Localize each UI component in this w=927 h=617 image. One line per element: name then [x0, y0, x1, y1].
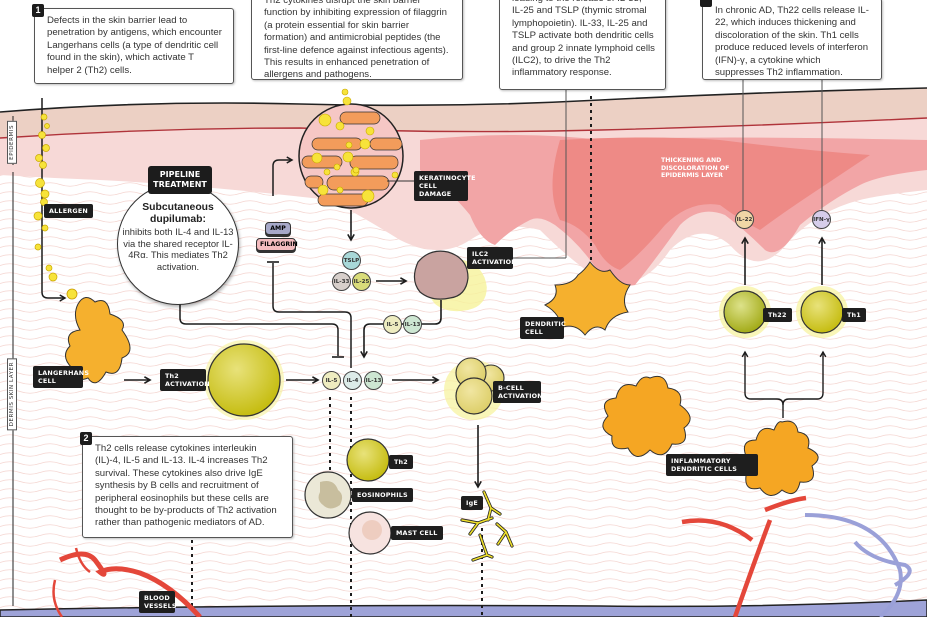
step-cytokine-release-box: leading to the release of IL-33, IL-25 a…	[499, 0, 666, 90]
step-cytokine-release-text: leading to the release of IL-33, IL-25 a…	[512, 0, 655, 79]
step-chronic-box: In chronic AD, Th22 cells release IL-22,…	[702, 0, 882, 80]
mast-cell-tag: MAST CELL	[391, 526, 443, 540]
step-1-number: 1	[32, 4, 44, 17]
pipeline-drug: Subcutaneous dupilumab:	[142, 202, 214, 225]
epidermis-label: EPIDERMIS	[7, 121, 17, 164]
bcell-tag: B-CELL ACTIVATION	[493, 381, 543, 403]
inflammatory-dendritic-cell-1	[602, 375, 691, 457]
basement-line	[0, 117, 927, 139]
dendritic-cell	[543, 261, 631, 336]
step-2-text: Th2 cells release cytokines interleukin …	[95, 443, 277, 529]
step-barrier-box: Th2 cytokines disrupt the skin barrier f…	[251, 0, 463, 80]
th2-tag: Th2	[389, 455, 413, 469]
step-1-text: Defects in the skin barrier lead to pene…	[47, 15, 222, 76]
thickened-epidermis-inner	[552, 137, 870, 270]
vein-right	[804, 513, 912, 617]
blood-vessels-tag: BLOOD VESSELS	[139, 591, 176, 613]
cytokine-il5-upper: IL-5	[383, 315, 402, 334]
filaggrin-pill: FILAGGRIN	[256, 238, 298, 251]
langerhans-cell	[65, 297, 131, 384]
th1-cell	[800, 290, 844, 334]
pipeline-text: inhibits both IL-4 and IL-13 via the sha…	[122, 226, 234, 272]
dendritic-tag: DENDRITIC CELL	[520, 317, 566, 339]
dermis-label: DERMIS SKIN LAYER	[7, 358, 17, 431]
th1-tag: Th1	[842, 308, 866, 322]
allergen-tag: ALLERGEN	[44, 204, 93, 218]
vessel-band	[0, 599, 927, 617]
cytokine-il22: IL-22	[735, 210, 754, 229]
skin-surface	[0, 87, 927, 113]
langerhans-tag: LANGERHANS CELL	[33, 366, 89, 388]
step-barrier-text: Th2 cytokines disrupt the skin barrier f…	[264, 0, 449, 81]
allergen-path	[41, 98, 67, 302]
ige-tag: IgE	[461, 496, 483, 510]
keratinocyte-tag: KERATINOCYTE CELL DAMAGE	[414, 171, 475, 201]
pipeline-treatment-circle: Subcutaneous dupilumab: inhibits both IL…	[117, 183, 239, 305]
cytokine-il13: IL-13	[364, 371, 383, 390]
th2-small-cell	[346, 438, 390, 482]
step-2-box: Th2 cells release cytokines interleukin …	[82, 436, 293, 538]
pipeline-treatment-header: PIPELINE TREATMENT	[148, 166, 212, 194]
cytokine-il33: IL-33	[332, 272, 351, 291]
th2-activation-tag: Th2 ACTIVATION	[160, 369, 210, 391]
step-1-box: Defects in the skin barrier lead to pene…	[34, 8, 234, 84]
amp-pill: AMP	[265, 222, 291, 235]
cytokine-il5: IL-5	[322, 371, 341, 390]
allergen-particles	[33, 113, 58, 282]
ilc2-cell	[413, 250, 469, 300]
th22-cell	[723, 290, 767, 334]
cytokine-tslp: TSLP	[342, 251, 361, 270]
thickening-label: THICKENING AND DISCOLORATION OF EPIDERMI…	[661, 157, 730, 180]
cytokine-il13-upper: IL-13	[403, 315, 422, 334]
th22-tag: Th22	[763, 308, 792, 322]
cytokine-ifn-gamma: IFN-γ	[812, 210, 831, 229]
ilc2-tag: ILC2 ACTIVATION	[467, 247, 517, 269]
step-chronic-text: In chronic AD, Th22 cells release IL-22,…	[715, 5, 869, 79]
step-chronic-number	[700, 0, 712, 7]
stratum-corneum	[0, 88, 927, 138]
th2-cell	[207, 343, 281, 417]
blood-vessel-right	[681, 495, 807, 617]
blood-vessel-left	[58, 551, 202, 617]
inflammatory-dendritic-tag: INFLAMMATORY DENDRITIC CELLS	[666, 454, 758, 476]
cytokine-il25: IL-25	[352, 272, 371, 291]
inflammatory-dendritic-cell-2	[738, 420, 819, 496]
step-2-number: 2	[80, 432, 92, 445]
b-cell	[455, 377, 493, 415]
cytokine-il4: IL-4	[343, 371, 362, 390]
eosinophils-tag: EOSINOPHILS	[352, 488, 413, 502]
